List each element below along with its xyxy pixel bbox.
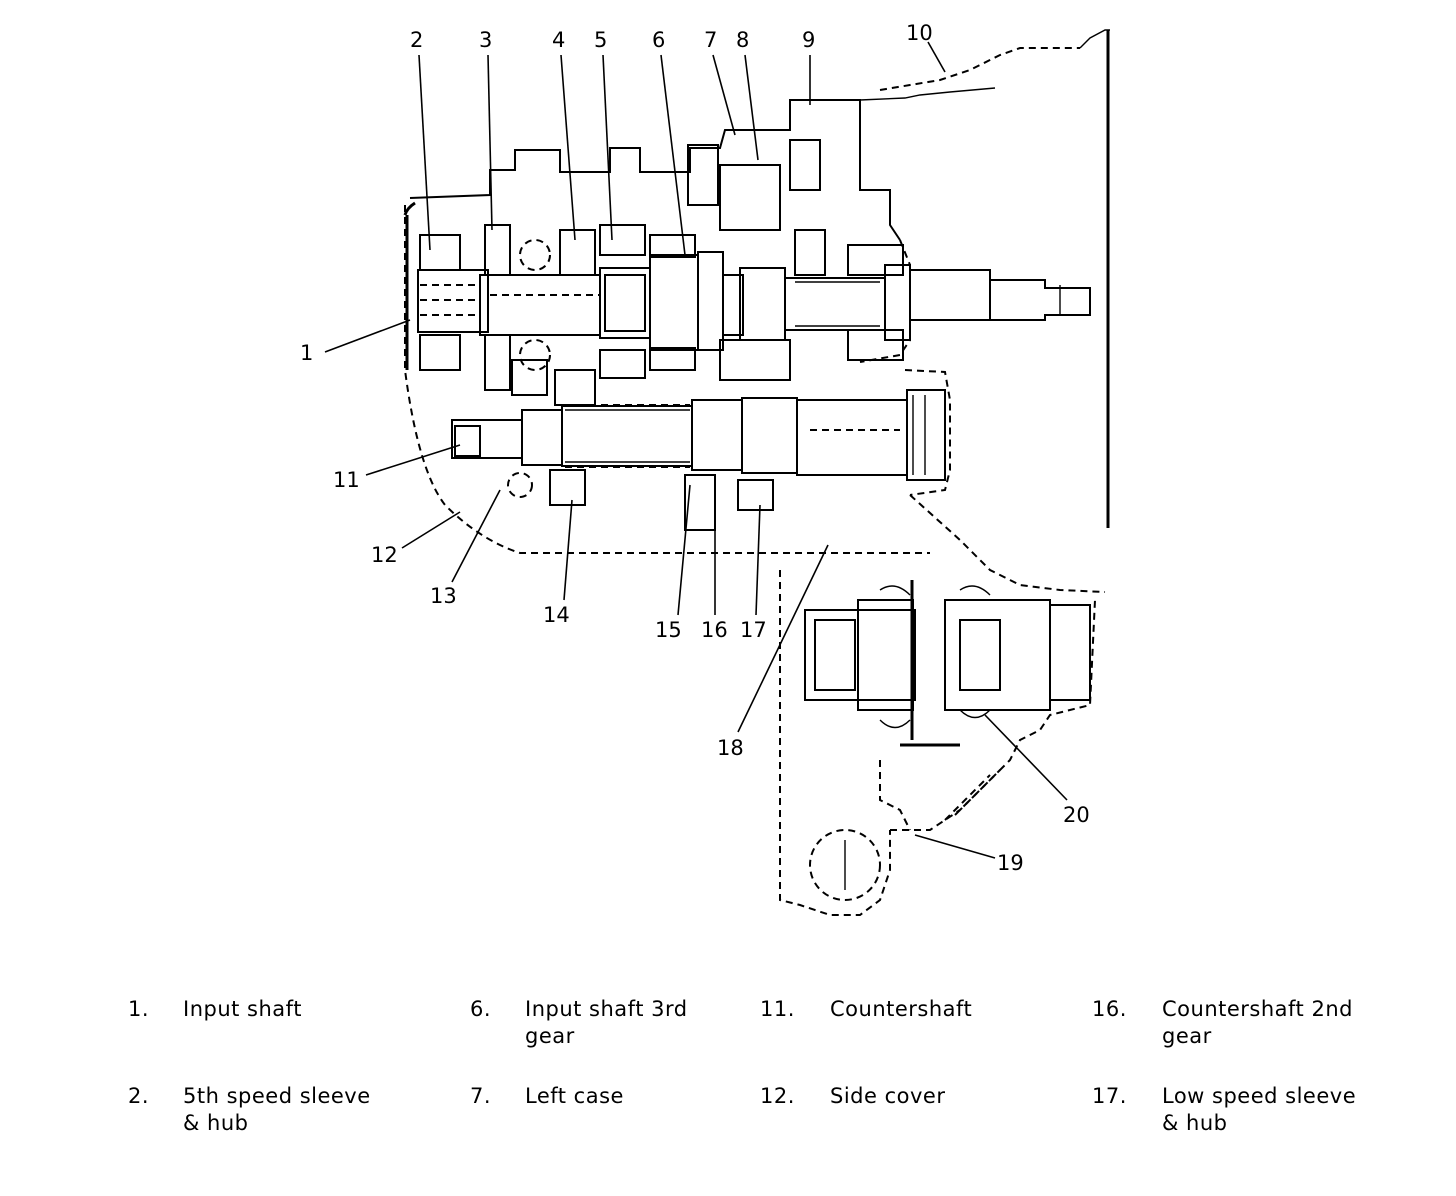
callout-4: 4 (552, 28, 565, 52)
transmission-cross-section-diagram: 2 3 4 5 6 7 8 9 10 1 11 12 13 14 15 16 1… (300, 21, 1110, 916)
countershaft-assembly (451, 389, 946, 531)
callout-2: 2 (410, 28, 423, 52)
callout-19: 19 (997, 851, 1024, 875)
transmission-housing (403, 29, 1110, 593)
differential-housing (779, 570, 1096, 916)
legend-label: Countershaft (830, 997, 973, 1021)
callout-8: 8 (736, 28, 749, 52)
callout-leader-lines (324, 41, 1068, 859)
callout-10: 10 (906, 21, 933, 45)
legend-number: 12. (760, 1084, 795, 1108)
callout-1: 1 (300, 341, 313, 365)
legend-label: Countershaft 2nd gear (1162, 997, 1353, 1048)
upper-gear-details (419, 139, 904, 406)
callout-5: 5 (594, 28, 607, 52)
callout-14: 14 (543, 603, 570, 627)
callout-6: 6 (652, 28, 665, 52)
legend-label: Input shaft 3rd gear (525, 997, 688, 1048)
callout-18: 18 (717, 736, 744, 760)
callout-7: 7 (704, 28, 717, 52)
legend-number: 11. (760, 997, 795, 1021)
callout-20: 20 (1063, 803, 1090, 827)
legend-label: Left case (525, 1084, 624, 1108)
legend-number: 17. (1092, 1084, 1127, 1108)
legend-number: 2. (128, 1084, 150, 1108)
legend-label: 5th speed sleeve & hub (183, 1084, 371, 1135)
callout-17: 17 (740, 618, 767, 642)
callout-16: 16 (701, 618, 728, 642)
input-shaft-assembly (417, 251, 1091, 351)
legend-label: Input shaft (183, 997, 302, 1021)
parts-legend: 1. Input shaft 2. 5th speed sleeve & hub… (0, 996, 1456, 1186)
legend-number: 1. (128, 997, 150, 1021)
legend-label: Low speed sleeve & hub (1162, 1084, 1357, 1135)
callout-11: 11 (333, 468, 360, 492)
legend-number: 16. (1092, 997, 1127, 1021)
legend-label: Side cover (830, 1084, 946, 1108)
legend-number: 7. (470, 1084, 492, 1108)
callout-13: 13 (430, 584, 457, 608)
callout-12: 12 (371, 543, 398, 567)
callout-labels: 2 3 4 5 6 7 8 9 10 1 11 12 13 14 15 16 1… (300, 21, 1090, 875)
callout-15: 15 (655, 618, 682, 642)
callout-9: 9 (802, 28, 815, 52)
legend-number: 6. (470, 997, 492, 1021)
callout-3: 3 (479, 28, 492, 52)
